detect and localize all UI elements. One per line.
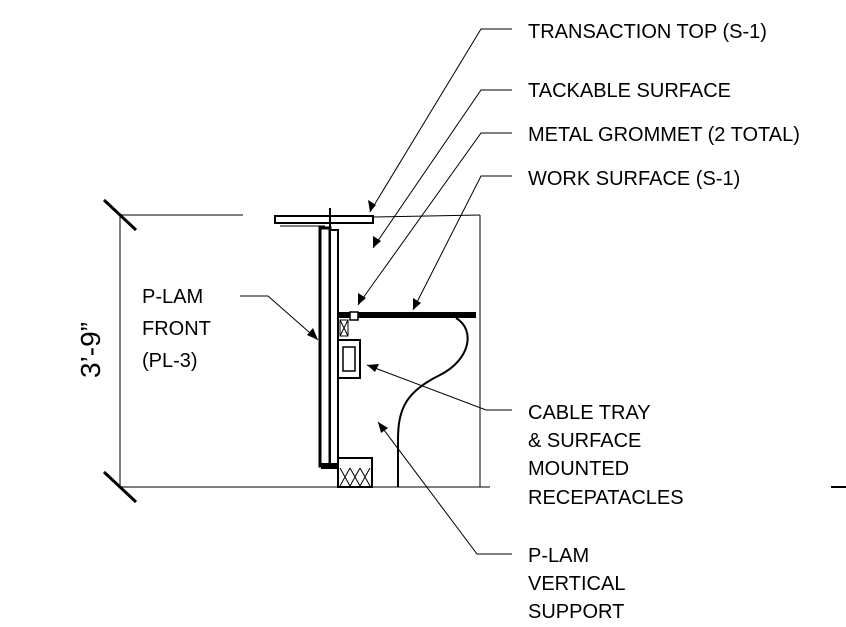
cabinet-top-edge (372, 214, 481, 218)
leader-arrow (307, 328, 318, 340)
label-cable-tray-line1: CABLE TRAY (528, 402, 651, 424)
height-dimension: 3’-9” (75, 198, 490, 504)
metal-grommet (349, 311, 359, 321)
label-cable-tray-line2: & SURFACE (528, 430, 641, 452)
tackable-panel (329, 229, 339, 467)
label-tackable-surface: TACKABLE SURFACE (528, 80, 731, 102)
leader-arrow (367, 364, 379, 372)
leader-arrow (368, 200, 376, 212)
leader-arrow (413, 298, 421, 310)
label-plam-front-line2: FRONT (142, 318, 211, 340)
label-plam-vertical-line2: VERTICAL (528, 573, 625, 595)
leaders (240, 28, 512, 555)
label-plam-front-line3: (PL-3) (142, 350, 198, 372)
blocking-hatch (339, 319, 349, 337)
label-plam-front-line1: P-LAM (142, 286, 203, 308)
label-metal-grommet: METAL GROMMET (2 TOTAL) (528, 124, 800, 146)
leader-tackable-surface (372, 89, 512, 249)
work-surface-slab (339, 312, 476, 318)
leader-transaction-top (369, 28, 512, 213)
leader-plam-vertical (377, 421, 512, 555)
callouts: TRANSACTION TOP (S-1) TACKABLE SURFACE M… (142, 21, 800, 623)
counter-section (274, 208, 481, 488)
toe-kick-hatch (339, 467, 371, 487)
surface-receptacle (342, 346, 356, 372)
leader-metal-grommet (357, 132, 512, 306)
vertical-support-curve (397, 317, 469, 487)
leader-work-surface (412, 175, 512, 311)
front-panel (318, 226, 332, 468)
leader-plam-front (240, 295, 319, 341)
label-plam-vertical-line1: P-LAM (528, 545, 589, 567)
label-plam-vertical-line3: SUPPORT (528, 601, 624, 623)
dimension-height-text: 3’-9” (75, 322, 106, 378)
leader-cable-tray (366, 364, 512, 411)
leader-arrow (358, 293, 366, 305)
label-transaction-top: TRANSACTION TOP (S-1) (528, 21, 767, 43)
leader-arrow (373, 236, 381, 248)
transaction-top-slab (274, 215, 374, 224)
toe-kick-blocking (337, 457, 373, 488)
label-cable-tray-line3: MOUNTED (528, 458, 629, 480)
leader-arrow (378, 422, 388, 433)
dimension-tick-bottom (102, 470, 138, 504)
label-cable-tray-line4: RECEPATACLES (528, 487, 684, 509)
label-work-surface: WORK SURFACE (S-1) (528, 168, 740, 190)
dimension-tick-top (102, 198, 138, 232)
